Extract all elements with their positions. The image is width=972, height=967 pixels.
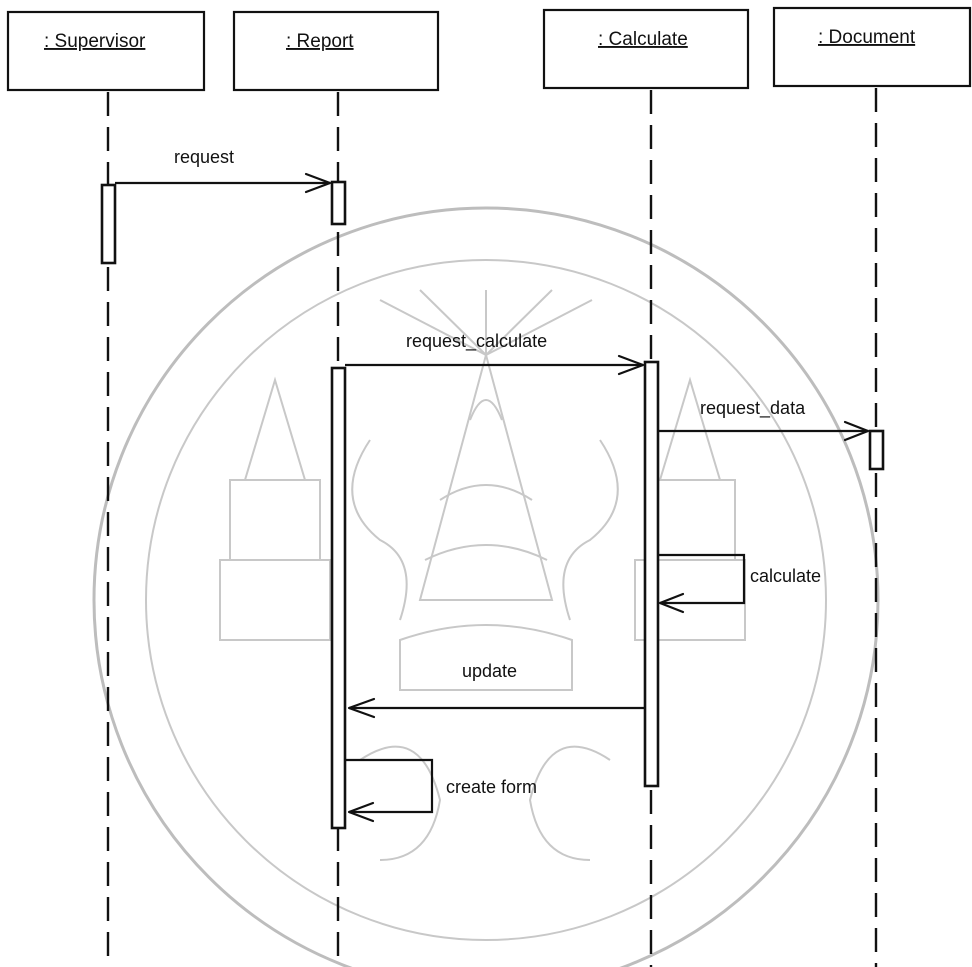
object-label: : Document [818, 27, 916, 48]
activation-report-1 [332, 182, 345, 224]
object-label: : Calculate [598, 29, 688, 50]
message-create-form: create form [345, 760, 537, 821]
object-report: : Report [234, 12, 438, 90]
object-supervisor: : Supervisor [8, 12, 204, 90]
activation-supervisor [102, 185, 115, 263]
watermark-seal [94, 208, 878, 967]
activation-calculate [645, 362, 658, 786]
object-label: : Report [286, 31, 354, 52]
message-label: calculate [750, 566, 821, 586]
message-request-calculate: request_calculate [345, 331, 643, 374]
activation-report-2 [332, 368, 345, 828]
activation-document [870, 431, 883, 469]
message-calculate-self: calculate [658, 555, 821, 612]
message-label: create form [446, 777, 537, 797]
object-document: : Document [774, 8, 970, 86]
message-label: request_calculate [406, 331, 547, 352]
message-line [658, 555, 744, 603]
message-request: request [115, 147, 330, 192]
message-request-data: request_data [658, 398, 868, 440]
message-label: request [174, 147, 234, 167]
object-calculate: : Calculate [544, 10, 748, 88]
message-label: update [462, 661, 517, 681]
message-line [345, 760, 432, 812]
message-label: request_data [700, 398, 806, 419]
object-label: : Supervisor [44, 31, 146, 52]
